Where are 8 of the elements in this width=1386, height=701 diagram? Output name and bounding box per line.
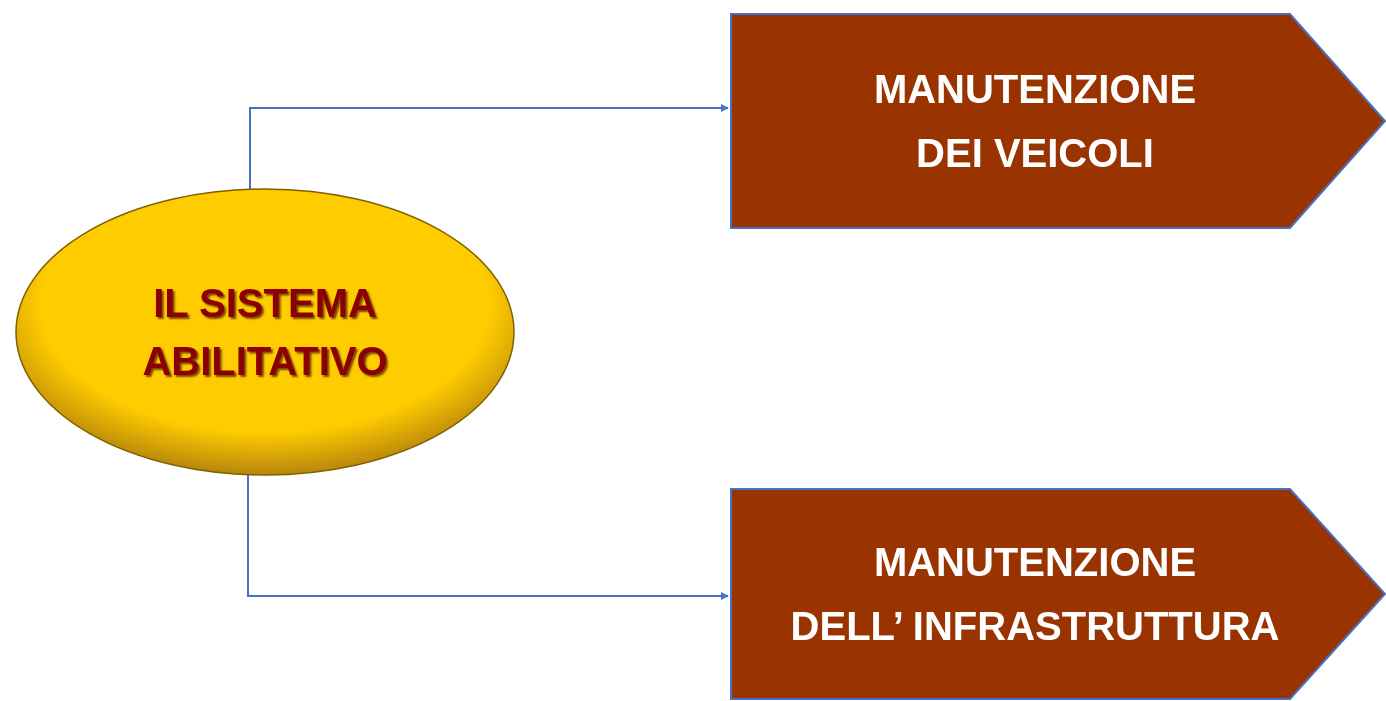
pentagon-arrow-box: [730, 13, 1386, 229]
node-label: MANUTENZIONE DEI VEICOLI: [872, 66, 1198, 177]
node-label: MANUTENZIONE DELL’ INFRASTRUTTURA: [789, 539, 1281, 650]
connector-arrow: [249, 104, 729, 191]
node-label: IL SISTEMA ABILITATIVO: [141, 280, 389, 385]
ellipse-node: [15, 188, 515, 476]
pentagon-arrow-box: [730, 488, 1386, 700]
connector-arrow: [247, 474, 729, 600]
